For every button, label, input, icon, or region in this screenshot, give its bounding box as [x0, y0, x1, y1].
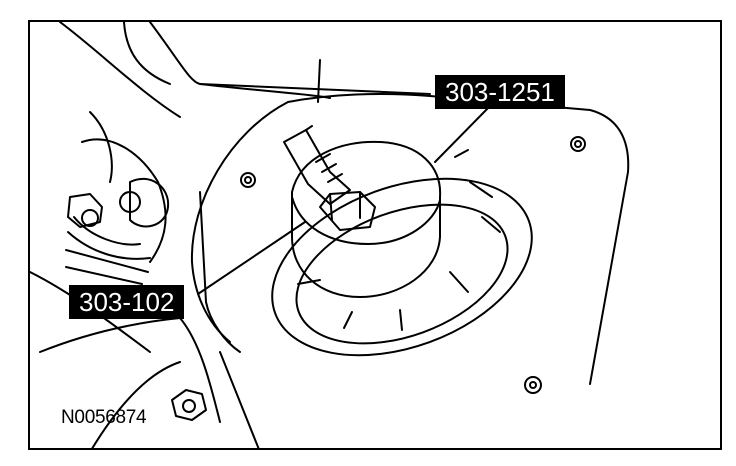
installer-body [291, 140, 442, 298]
service-illustration [30, 22, 630, 448]
leader-line-303-1251 [434, 105, 491, 163]
left-linkage [65, 111, 170, 285]
figure-id: N0056874 [61, 407, 147, 428]
callout-label-303-1251: 303-1251 [435, 75, 565, 109]
illustration-frame: 303-1251 303-102 N0056874 [28, 20, 722, 450]
callout-label-303-102: 303-102 [69, 285, 185, 319]
plate-bolts [171, 136, 586, 421]
leader-line-303-102 [197, 221, 306, 295]
seal-flange [271, 149, 533, 357]
engine-background-outline [30, 22, 431, 448]
forcing-screw [283, 125, 376, 231]
mounting-plate-outline [190, 93, 630, 385]
